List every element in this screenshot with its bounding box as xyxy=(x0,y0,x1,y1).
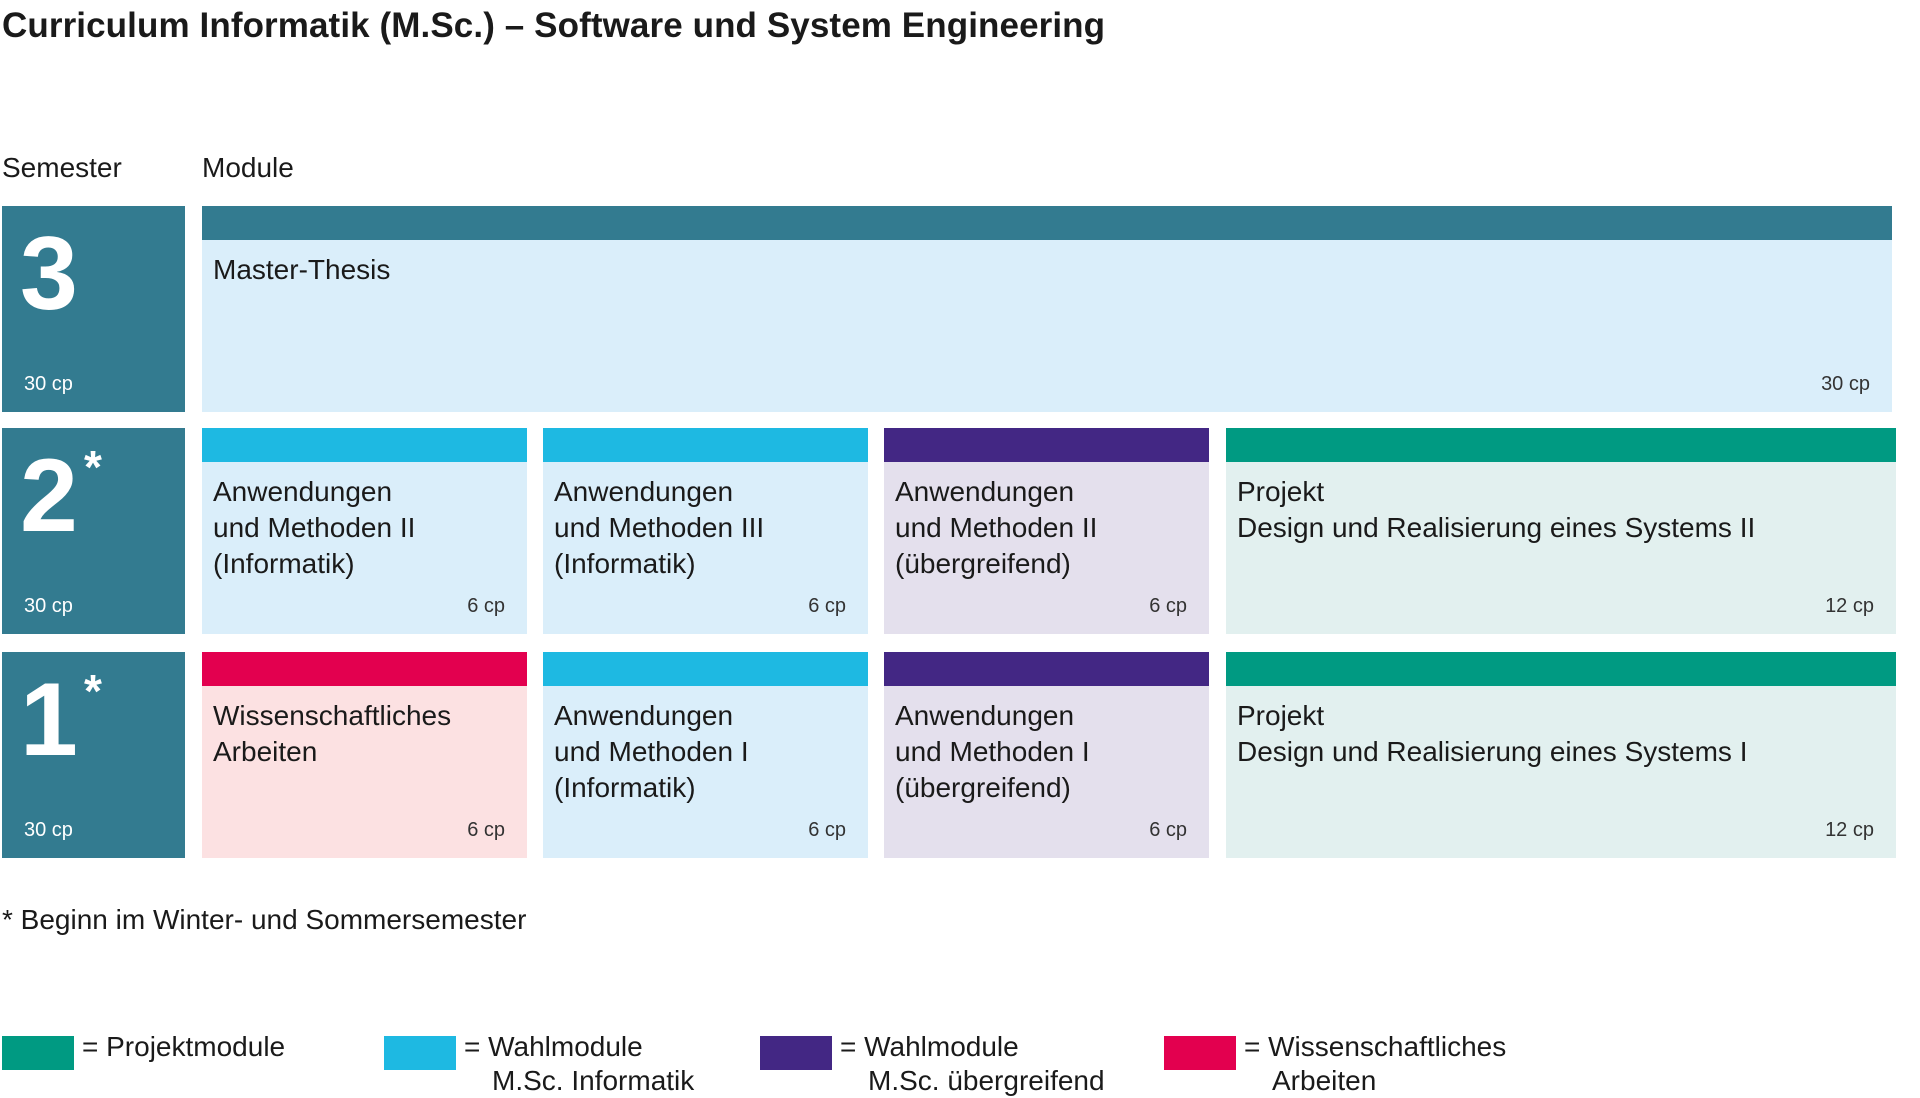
module-credits: 6 cp xyxy=(1149,819,1187,841)
legend-swatch xyxy=(384,1036,456,1070)
module-name-line: (Informatik) xyxy=(554,772,696,803)
module-name: Anwendungen und Methoden III (Informatik) xyxy=(554,474,856,582)
module-credits: 6 cp xyxy=(467,819,505,841)
legend-swatch xyxy=(2,1036,74,1070)
module-name: Master-Thesis xyxy=(213,252,1880,288)
module-category-bar xyxy=(1226,652,1896,686)
module-card: Master-Thesis 30 cp xyxy=(202,206,1892,412)
module-category-bar xyxy=(884,428,1209,462)
module-column-header: Module xyxy=(202,152,294,183)
semester-star-marker: * xyxy=(84,441,102,493)
module-credits: 12 cp xyxy=(1825,595,1874,617)
module-name-line: Arbeiten xyxy=(213,736,318,767)
module-card: Anwendungen und Methoden II (übergreifend)… xyxy=(884,428,1209,634)
semester-box-3: 3 30 cp xyxy=(2,206,185,412)
module-credits: 30 cp xyxy=(1821,373,1870,395)
module-name-line: Anwendungen xyxy=(895,700,1075,731)
page-title: Curriculum Informatik (M.Sc.) – Software… xyxy=(2,6,1106,45)
legend-label-line: = Wahlmodule xyxy=(464,1031,643,1062)
legend-label-line: Arbeiten xyxy=(1272,1065,1377,1096)
module-name-line: Projekt xyxy=(1237,476,1325,507)
semester-number: 1 xyxy=(20,662,78,778)
semester-credits: 30 cp xyxy=(24,819,73,841)
module-name-line: (übergreifend) xyxy=(895,772,1071,803)
module-name: Anwendungen und Methoden I (Informatik) xyxy=(554,698,856,806)
semester-box-2: 2* 30 cp xyxy=(2,428,185,634)
module-credits: 6 cp xyxy=(808,819,846,841)
module-category-bar xyxy=(202,428,527,462)
module-name-line: Projekt xyxy=(1237,700,1325,731)
module-name-line: (Informatik) xyxy=(213,548,355,579)
module-name-line: und Methoden II xyxy=(213,512,416,543)
legend-swatch xyxy=(1164,1036,1236,1070)
legend-swatch xyxy=(760,1036,832,1070)
semester-number: 2 xyxy=(20,438,78,554)
module-name-line: Anwendungen xyxy=(554,700,734,731)
module-name-line: (übergreifend) xyxy=(895,548,1071,579)
module-name: Anwendungen und Methoden I (übergreifend) xyxy=(895,698,1197,806)
footnote: * Beginn im Winter- und Sommersemester xyxy=(2,904,527,935)
module-card: Anwendungen und Methoden II (Informatik) 6 … xyxy=(202,428,527,634)
semester-star-marker: * xyxy=(84,665,102,717)
module-category-bar xyxy=(202,206,1892,240)
module-name-line: Anwendungen xyxy=(213,476,393,507)
module-card: Anwendungen und Methoden I (übergreifend) 6… xyxy=(884,652,1209,858)
module-category-bar xyxy=(202,652,527,686)
legend-label-line: = Wissenschaftliches xyxy=(1244,1031,1507,1062)
legend-label-line: M.Sc. übergreifend xyxy=(868,1065,1105,1096)
semester-number: 3 xyxy=(20,216,78,332)
module-name-line: Master-Thesis xyxy=(213,254,391,285)
semester-box-1: 1* 30 cp xyxy=(2,652,185,858)
module-name-line: Design und Realisierung eines Systems II xyxy=(1237,512,1756,543)
legend-label-line: = Wahlmodule xyxy=(840,1031,1019,1062)
legend-label: = Projektmodule xyxy=(82,1030,285,1064)
module-name-line: und Methoden I xyxy=(554,736,749,767)
semester-credits: 30 cp xyxy=(24,595,73,617)
module-name-line: Anwendungen xyxy=(895,476,1075,507)
module-name-line: und Methoden II xyxy=(895,512,1098,543)
module-name-line: und Methoden I xyxy=(895,736,1090,767)
legend-label-line: M.Sc. Informatik xyxy=(492,1065,695,1096)
module-credits: 6 cp xyxy=(1149,595,1187,617)
module-name-line: Anwendungen xyxy=(554,476,734,507)
module-card: Anwendungen und Methoden I (Informatik) 6 c… xyxy=(543,652,868,858)
module-category-bar xyxy=(543,428,868,462)
module-category-bar xyxy=(884,652,1209,686)
module-credits: 6 cp xyxy=(467,595,505,617)
module-name: Anwendungen und Methoden II (übergreifend) xyxy=(895,474,1197,582)
module-category-bar xyxy=(543,652,868,686)
module-name-line: (Informatik) xyxy=(554,548,696,579)
module-name-line: und Methoden III xyxy=(554,512,765,543)
legend-label-line: = Projektmodule xyxy=(82,1031,286,1062)
module-category-bar xyxy=(1226,428,1896,462)
module-name: Anwendungen und Methoden II (Informatik) xyxy=(213,474,515,582)
module-credits: 6 cp xyxy=(808,595,846,617)
module-credits: 12 cp xyxy=(1825,819,1874,841)
module-name-line: Design und Realisierung eines Systems I xyxy=(1237,736,1748,767)
semester-credits: 30 cp xyxy=(24,373,73,395)
module-name-line: Wissenschaftliches xyxy=(213,700,452,731)
module-card: Anwendungen und Methoden III (Informatik) 6… xyxy=(543,428,868,634)
semester-column-header: Semester xyxy=(2,152,122,183)
